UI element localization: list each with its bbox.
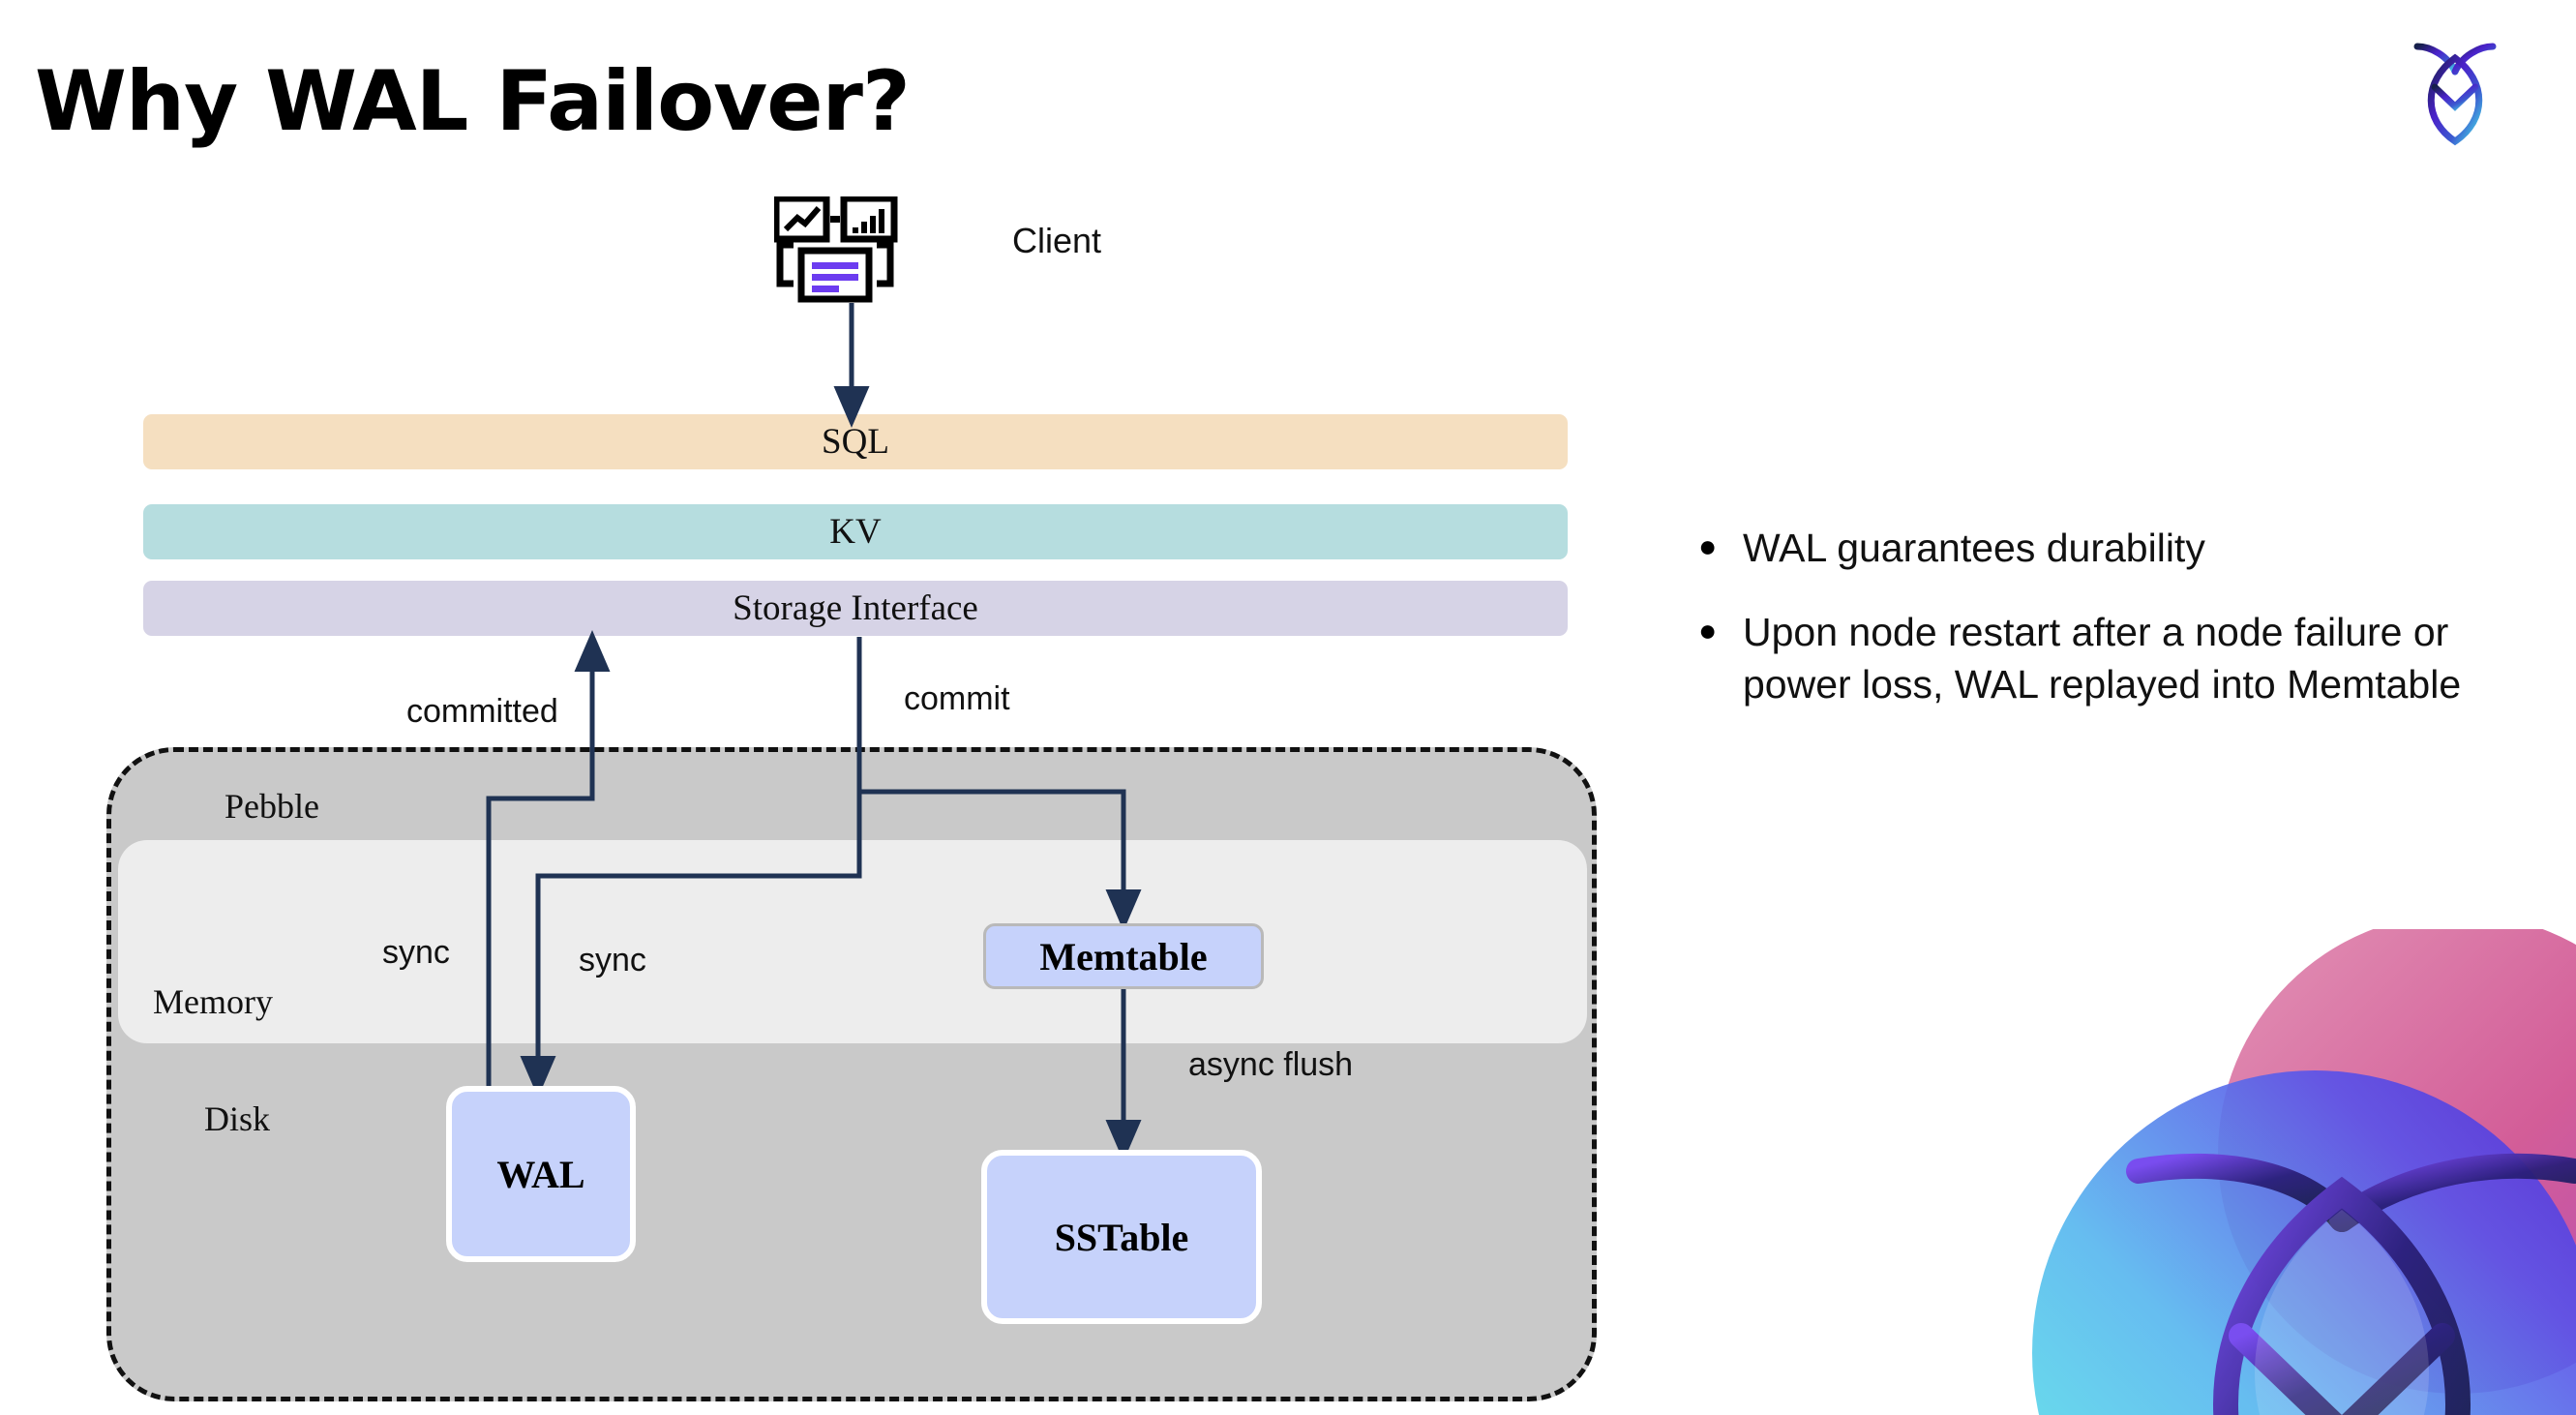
bullet-marker-icon: ● bbox=[1698, 613, 1718, 648]
pebble-label: Pebble bbox=[225, 787, 319, 826]
overlapping-circles-decoration bbox=[1955, 929, 2576, 1415]
layer-label-storage-interface: Storage Interface bbox=[733, 588, 978, 628]
layer-bar-kv: KV bbox=[143, 504, 1568, 559]
edge-label-sync-left: sync bbox=[382, 934, 450, 971]
bullet-text: Upon node restart after a node failure o… bbox=[1743, 610, 2462, 707]
cockroach-labs-logo bbox=[2402, 31, 2508, 147]
edge-label-async-flush: async flush bbox=[1188, 1046, 1354, 1083]
memory-label: Memory bbox=[153, 982, 273, 1021]
edge-label-commit: commit bbox=[904, 680, 1010, 717]
memory-region bbox=[118, 840, 1587, 1043]
edge-label-committed: committed bbox=[406, 693, 558, 730]
layer-label-kv: KV bbox=[829, 512, 882, 552]
bullet-list: ● WAL guarantees durability ● Upon node … bbox=[1698, 523, 2482, 743]
node-memtable: Memtable bbox=[983, 923, 1264, 989]
layer-label-sql: SQL bbox=[822, 422, 889, 462]
node-wal: WAL bbox=[446, 1086, 636, 1262]
node-label-memtable: Memtable bbox=[1039, 934, 1208, 978]
client-label: Client bbox=[1012, 221, 1102, 260]
page-title: Why WAL Failover? bbox=[35, 53, 911, 150]
client-monitor-icon bbox=[772, 195, 929, 303]
list-item: ● WAL guarantees durability bbox=[1698, 523, 2482, 574]
bullet-text: WAL guarantees durability bbox=[1743, 526, 2205, 570]
edge-label-sync-right: sync bbox=[579, 942, 646, 978]
bullet-marker-icon: ● bbox=[1698, 528, 1718, 563]
node-label-wal: WAL bbox=[496, 1152, 585, 1196]
layer-bar-sql: SQL bbox=[143, 414, 1568, 469]
node-sstable: SSTable bbox=[981, 1150, 1262, 1324]
disk-label: Disk bbox=[204, 1099, 271, 1138]
list-item: ● Upon node restart after a node failure… bbox=[1698, 607, 2482, 710]
node-label-sstable: SSTable bbox=[1054, 1215, 1189, 1259]
layer-bar-storage-interface: Storage Interface bbox=[143, 581, 1568, 636]
